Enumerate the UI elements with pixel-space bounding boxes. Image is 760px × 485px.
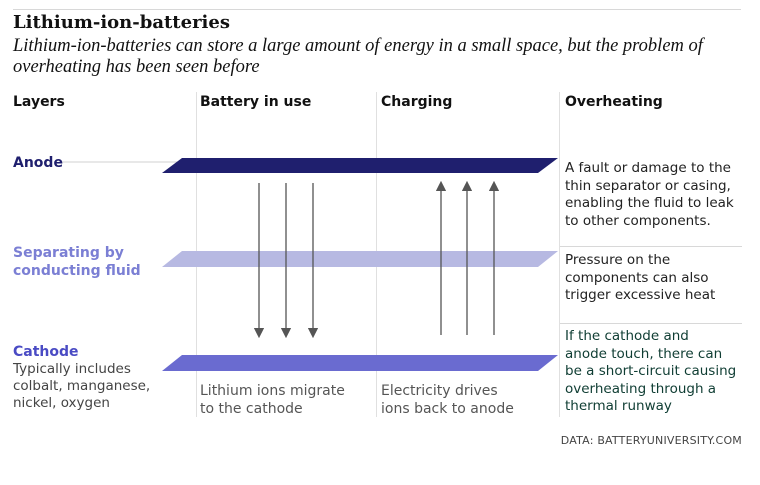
cathode-desc-line-2: colbalt, manganese, (13, 378, 151, 394)
cathode-desc-line-1: Typically includes (13, 361, 131, 377)
caption-charging-line-1: Electricity drives (381, 383, 498, 399)
caption-in-use-line-2: to the cathode (200, 401, 303, 417)
cathode-desc-line-3: nickel, oxygen (13, 395, 110, 411)
note-3-line-5: thermal runway (565, 398, 672, 414)
row-label-separator: Separating by conducting fluid (13, 244, 141, 280)
cathode-layer (162, 355, 558, 371)
note-3-line-4: overheating through a (565, 380, 717, 397)
caption-in-use: Lithium ions migrate to the cathode (200, 382, 345, 418)
note-1-line-4: to other components. (565, 212, 711, 229)
overheating-note-3: If the cathode and anode touch, there ca… (565, 328, 736, 416)
note-separator-2 (560, 323, 742, 324)
overheating-note-1: A fault or damage to the thin separator … (565, 160, 734, 230)
note-2-line-2: components can also (565, 269, 709, 286)
separator-label-line-2: conducting fluid (13, 263, 141, 279)
source-credit: DATA: BATTERYUNIVERSITY.COM (560, 434, 742, 447)
overheating-note-2: Pressure on the components can also trig… (565, 252, 715, 305)
note-separator-1 (560, 246, 742, 247)
arrow-down-icon (253, 183, 319, 339)
note-3-line-1: If the cathode and (565, 328, 689, 344)
row-label-cathode: Cathode (13, 344, 79, 360)
column-header-charging: Charging (381, 94, 453, 110)
cathode-description: Typically includes colbalt, manganese, n… (13, 361, 150, 412)
column-header-overheating: Overheating (565, 94, 663, 110)
caption-in-use-line-1: Lithium ions migrate (200, 383, 345, 399)
row-label-anode: Anode (13, 155, 63, 171)
note-3-line-2: anode touch, there can (565, 345, 723, 362)
anode-layer (162, 158, 558, 173)
separator-layer (162, 251, 558, 267)
top-rule (13, 9, 741, 10)
chart-subtitle: Lithium-ion-batteries can store a large … (13, 36, 703, 77)
note-1-line-2: thin separator or casing, (565, 177, 731, 194)
note-2-line-1: Pressure on the (565, 252, 671, 268)
note-1-line-3: enabling the fluid to leak (565, 195, 734, 211)
column-header-in-use: Battery in use (200, 94, 312, 110)
note-3-line-3: be a short-circuit causing (565, 363, 737, 379)
note-1-line-1: A fault or damage to the (565, 160, 731, 176)
caption-charging: Electricity drives ions back to anode (381, 382, 514, 418)
note-2-line-3: trigger excessive heat (565, 287, 716, 303)
caption-charging-line-2: ions back to anode (381, 401, 514, 417)
separator-label-line-1: Separating by (13, 245, 124, 261)
column-divider-overheating (559, 92, 560, 417)
chart-title: Lithium-ion-batteries (13, 12, 230, 33)
column-header-layers: Layers (13, 94, 65, 110)
arrow-up-icon (435, 180, 500, 335)
